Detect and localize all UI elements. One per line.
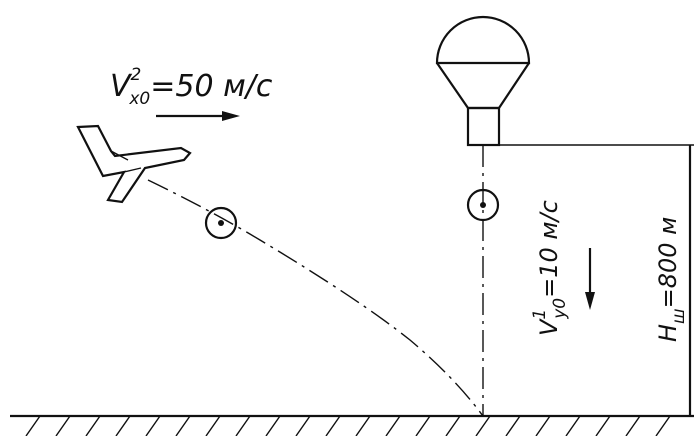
hatch-mark	[85, 415, 101, 436]
falling-cargo-icon	[204, 206, 238, 240]
hatch-mark	[295, 415, 311, 436]
hatch-mark	[445, 415, 461, 436]
hatch-mark	[355, 415, 371, 436]
hatch-mark	[415, 415, 431, 436]
airplane-icon	[76, 124, 192, 204]
hatch-mark	[595, 415, 611, 436]
hatch-mark	[655, 415, 671, 436]
height-label: Hш=800 м	[654, 217, 689, 342]
hatch-mark	[265, 415, 281, 436]
hatch-mark	[625, 415, 641, 436]
hatch-mark	[205, 415, 221, 436]
dropped-object-icon	[466, 188, 500, 222]
ground-hatching	[25, 415, 671, 436]
hatch-mark	[535, 415, 551, 436]
hatch-mark	[565, 415, 581, 436]
plane-velocity-arrow	[156, 111, 240, 121]
balloon-icon	[435, 15, 531, 110]
hatch-mark	[25, 415, 41, 436]
hatch-mark	[475, 415, 491, 436]
drop-velocity-label: V1y0=10 м/с	[530, 200, 570, 336]
hatch-mark	[55, 415, 71, 436]
hatch-mark	[325, 415, 341, 436]
drop-velocity-arrow	[585, 248, 595, 310]
hatch-mark	[235, 415, 251, 436]
hatch-mark	[175, 415, 191, 436]
hatch-mark	[115, 415, 131, 436]
hatch-mark	[505, 415, 521, 436]
gondola	[466, 106, 501, 147]
hatch-mark	[145, 415, 161, 436]
hatch-mark	[385, 415, 401, 436]
cargo-trajectory	[147, 179, 484, 417]
ground	[10, 414, 694, 436]
